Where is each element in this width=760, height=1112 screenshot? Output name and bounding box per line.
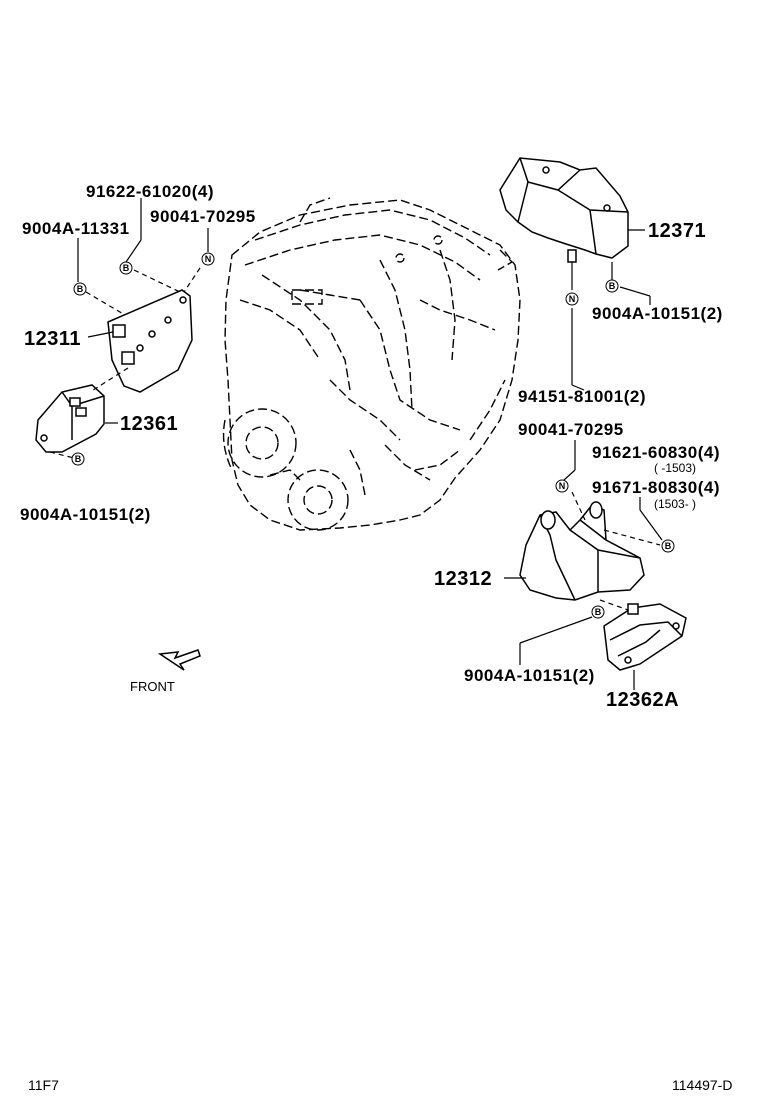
bolt-marker-icon: B [119,261,133,275]
mount-12362a [603,603,687,671]
bracket-12312 [519,501,645,601]
part-label-9004a-10151-top-right[interactable]: 9004A-10151(2) [592,304,723,323]
part-label-12311[interactable]: 12311 [24,328,81,350]
part-label-90041-70295[interactable]: 90041-70295 [150,207,256,226]
part-label-9004a-10151-bottom-right[interactable]: 9004A-10151(2) [464,666,595,685]
front-arrow-icon [157,649,201,671]
mount-12361 [35,384,105,453]
date-range-91671: (1503- ) [654,497,696,511]
nut-marker-icon: N [555,479,569,493]
part-label-9004a-10151-left[interactable]: 9004A-10151(2) [20,505,151,524]
part-label-12362a[interactable]: 12362A [606,689,679,711]
svg-text:B: B [123,263,130,273]
footer-right-code: 114497-D [672,1077,732,1093]
svg-text:B: B [75,454,82,464]
nut-marker-icon: N [201,252,215,266]
part-label-94151-81001[interactable]: 94151-81001(2) [518,387,646,406]
svg-text:N: N [569,294,576,304]
svg-text:B: B [665,541,672,551]
bolt-marker-icon: B [73,282,87,296]
svg-text:B: B [609,281,616,291]
svg-text:N: N [205,254,212,264]
nut-marker-icon: N [565,292,579,306]
part-label-12312[interactable]: 12312 [434,568,492,590]
part-label-91671-80830[interactable]: 91671-80830(4) [592,478,720,497]
date-range-91621: ( -1503) [654,461,696,475]
part-label-12361[interactable]: 12361 [120,413,178,435]
bolt-marker-icon: B [71,452,85,466]
part-label-90041-70295-right[interactable]: 90041-70295 [518,420,624,439]
bolt-marker-icon: B [605,279,619,293]
footer-left-code: 11F7 [28,1077,59,1093]
bottom-right-leader-lines [504,440,663,690]
top-right-leader-lines [571,229,651,391]
part-label-12371[interactable]: 12371 [648,220,706,242]
mount-12371 [499,157,629,263]
svg-text:N: N [559,481,566,491]
svg-text:B: B [77,284,84,294]
engine-block-phantom [222,197,521,531]
bolt-marker-icon: B [591,605,605,619]
bolt-marker-icon: B [661,539,675,553]
part-label-91621-60830[interactable]: 91621-60830(4) [592,443,720,462]
left-leader-lines [49,198,209,459]
bracket-12311 [107,289,193,393]
front-label: FRONT [130,679,175,694]
part-label-9004a-11331[interactable]: 9004A-11331 [22,219,130,238]
part-label-91622-61020[interactable]: 91622-61020(4) [86,182,214,201]
svg-text:B: B [595,607,602,617]
